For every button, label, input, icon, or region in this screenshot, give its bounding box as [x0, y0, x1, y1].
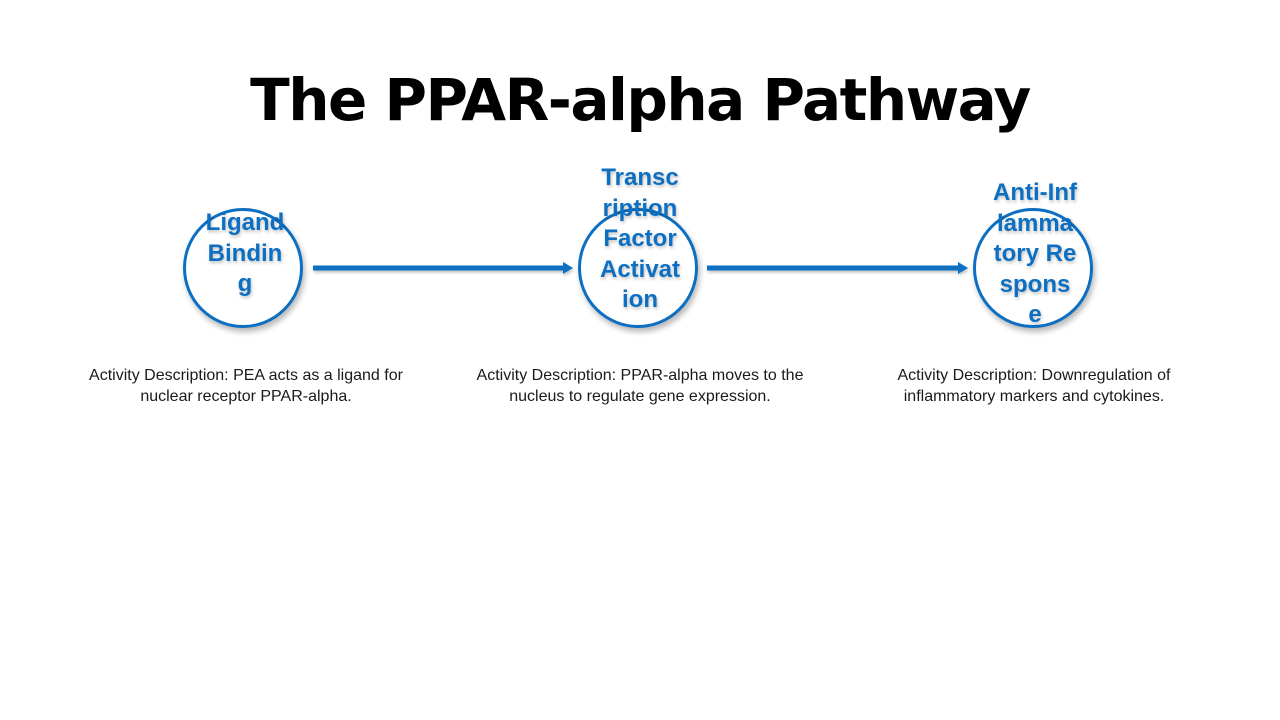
- step-node-transcription-factor-activation: [578, 208, 698, 328]
- step-description-transcription-factor-activation: Activity Description: PPAR-alpha moves t…: [476, 367, 804, 405]
- step-description-ligand-binding: Activity Description: PEA acts as a liga…: [89, 367, 403, 405]
- step-label-transcription-factor-activation: Transcription Factor Activation: [599, 164, 681, 313]
- step-node-anti-inflammatory-response: [973, 208, 1093, 328]
- step-description-anti-inflammatory-response: Activity Description: Downregulation of …: [897, 367, 1171, 405]
- step-label-anti-inflammatory-response: Anti-Inflammatory Response: [993, 179, 1077, 328]
- step-node-ligand-binding: [183, 208, 303, 328]
- arrow-1: [313, 262, 573, 274]
- arrow-2: [707, 262, 968, 274]
- step-label-ligand-binding: Ligand Binding: [205, 209, 285, 297]
- slide-title: The PPAR-alpha Pathway: [250, 66, 1031, 134]
